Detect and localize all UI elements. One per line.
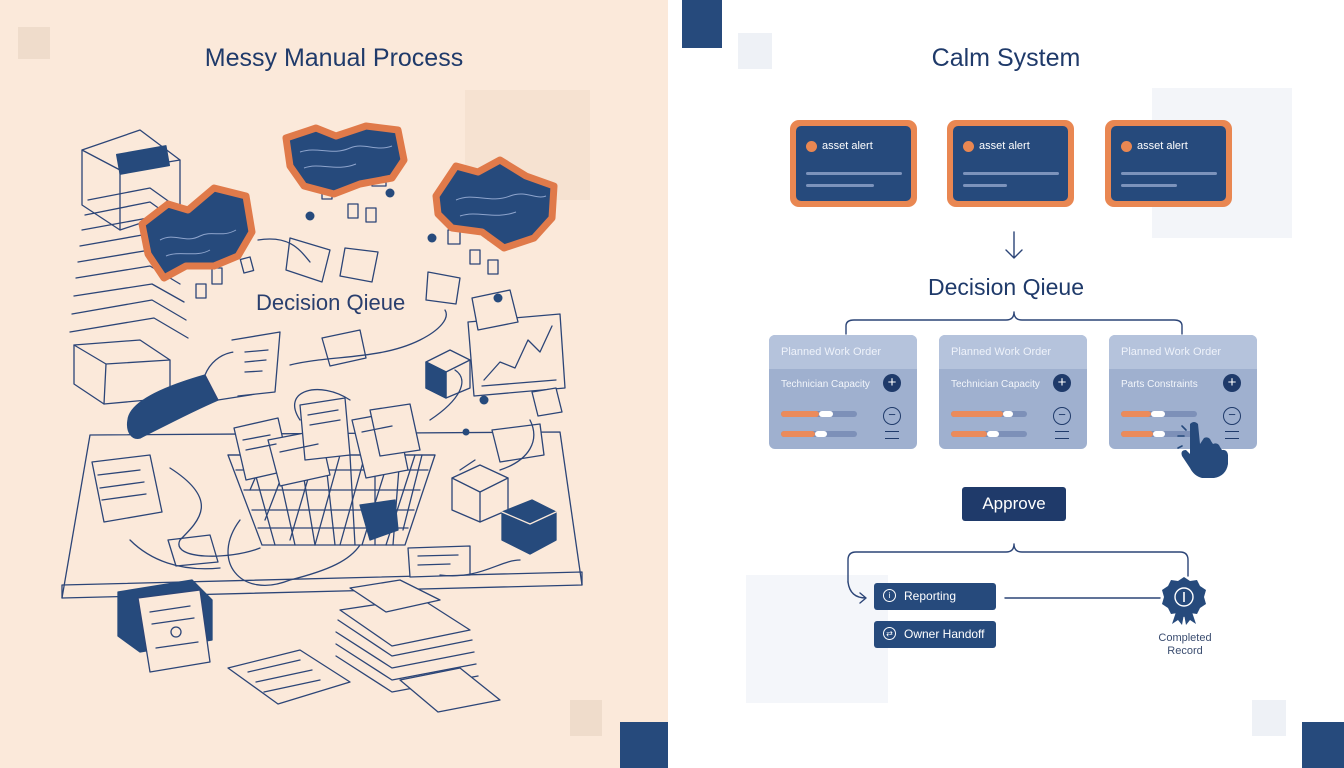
owner-handoff-label: Owner Handoff <box>904 627 985 641</box>
reporting-arrow <box>847 581 867 604</box>
handoff-icon: ⇄ <box>883 627 896 640</box>
remove-icon[interactable]: − <box>1053 407 1071 425</box>
alert-dot-icon <box>1121 141 1132 152</box>
alert-label: asset alert <box>979 140 1030 152</box>
work-order-subtitle: Technician Capacity <box>781 379 870 390</box>
calm-title: Calm System <box>931 44 1081 72</box>
approve-bracket <box>847 543 1189 583</box>
capacity-bar <box>1121 431 1197 437</box>
award-badge-icon <box>1162 577 1206 625</box>
pointer-hand-icon <box>1177 422 1228 478</box>
record-line-2: Record <box>1167 645 1203 657</box>
flow-connectors <box>845 231 1206 625</box>
work-order-title: Planned Work Order <box>1121 346 1222 358</box>
add-icon[interactable]: + <box>883 374 901 392</box>
alert-line <box>963 172 1059 175</box>
remove-icon[interactable]: − <box>1223 407 1241 425</box>
capacity-bar <box>951 431 1027 437</box>
asset-alert-card[interactable]: asset alert <box>790 120 917 207</box>
asset-alert-card[interactable]: asset alert <box>1105 120 1232 207</box>
capacity-bar <box>781 431 857 437</box>
work-order-subtitle: Parts Constraints <box>1121 379 1198 390</box>
alert-line <box>963 184 1007 187</box>
corner-square <box>1252 700 1286 736</box>
corner-square <box>1302 722 1344 768</box>
remove-icon[interactable]: − <box>883 407 901 425</box>
decision-queue-label: Decision Qieue <box>928 274 1084 300</box>
approve-button[interactable]: Approve <box>962 487 1066 521</box>
menu-icon[interactable] <box>1225 431 1239 439</box>
alert-line <box>806 172 902 175</box>
calm-system-panel: Calm System asset alert asset alert asse… <box>668 0 1344 768</box>
alert-label: asset alert <box>1137 140 1188 152</box>
asset-alert-card[interactable]: asset alert <box>947 120 1074 207</box>
alert-cloud <box>138 122 558 282</box>
queue-bracket <box>845 311 1183 335</box>
work-order-card[interactable]: Planned Work Order Technician Capacity +… <box>769 335 917 449</box>
menu-icon[interactable] <box>1055 431 1069 439</box>
add-icon[interactable]: + <box>1223 374 1241 392</box>
messy-illustration <box>61 122 583 713</box>
corner-square <box>738 33 772 69</box>
messy-process-panel: Messy Manual Process <box>0 0 668 768</box>
reporting-button[interactable]: i Reporting <box>874 583 996 610</box>
alert-line <box>1121 172 1217 175</box>
work-order-subtitle: Technician Capacity <box>951 379 1040 390</box>
corner-square <box>620 722 668 768</box>
clock-icon: i <box>883 589 896 602</box>
capacity-bar <box>781 411 857 417</box>
work-order-title: Planned Work Order <box>781 346 882 358</box>
down-arrow-icon <box>1005 231 1023 259</box>
alert-dot-icon <box>963 141 974 152</box>
messy-queue-label: Decision Qieue <box>256 290 406 315</box>
alert-label: asset alert <box>822 140 873 152</box>
capacity-bar <box>951 411 1027 417</box>
work-order-title: Planned Work Order <box>951 346 1052 358</box>
alert-line <box>806 184 874 187</box>
owner-handoff-button[interactable]: ⇄ Owner Handoff <box>874 621 996 648</box>
reporting-label: Reporting <box>904 589 957 603</box>
add-icon[interactable]: + <box>1053 374 1071 392</box>
record-line-1: Completed <box>1158 632 1212 644</box>
alert-dot-icon <box>806 141 817 152</box>
alert-line <box>1121 184 1177 187</box>
work-order-card[interactable]: Planned Work Order Technician Capacity +… <box>939 335 1087 449</box>
completed-record: Completed Record <box>1148 632 1222 658</box>
corner-square <box>570 700 602 736</box>
menu-icon[interactable] <box>885 431 899 439</box>
corner-square <box>682 0 722 48</box>
messy-title: Messy Manual Process <box>204 44 464 72</box>
corner-square <box>18 27 50 59</box>
capacity-bar <box>1121 411 1197 417</box>
work-order-card[interactable]: Planned Work Order Parts Constraints + − <box>1109 335 1257 449</box>
